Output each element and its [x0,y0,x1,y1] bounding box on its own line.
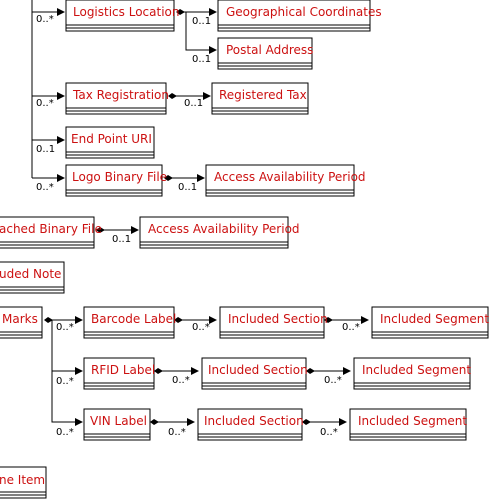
multiplicity-label: 0..1 [192,54,211,65]
multiplicity-label: 0..1 [184,98,203,109]
box-label: RFID Label [91,363,155,377]
box-label: Included Section [228,312,328,326]
box-barcode-label[interactable]: Barcode Label [83,306,176,339]
diamond-section-2 [306,368,315,374]
box-label: Access Availability Period [148,222,300,236]
box-access-availability-period-1[interactable]: Access Availability Period [205,164,366,197]
diamond-attached [96,227,105,233]
multiplicity-label: 0..* [56,322,74,333]
box-label: Logistics Location [73,5,179,19]
box-label: Barcode Label [91,312,176,326]
composition-diamonds [44,9,333,425]
box-label: Registered Tax [219,88,307,102]
multiplicity-labels: 0..* 0..1 0..1 0..* 0..1 0..1 0..* 0..1 … [36,14,360,438]
box-label: End Point URI [71,132,152,146]
multiplicity-label: 0..1 [178,182,197,193]
box-logo-binary-file[interactable]: Logo Binary File [65,164,167,197]
multiplicity-label: 0..* [56,376,74,387]
box-label: Geographical Coordinates [226,5,382,19]
edges [31,0,369,426]
box-label: VIN Label [90,414,147,428]
edge-postal-address [185,12,217,54]
box-label: Logo Binary File [72,170,167,184]
diamond-barcode [174,317,183,323]
diamond-logo [164,175,173,181]
multiplicity-label: 0..1 [36,144,55,155]
box-label: Tax Registration [72,88,169,102]
edge-vin-label [51,371,83,426]
box-vin-label[interactable]: VIN Label [83,408,151,441]
diamond-tax [168,93,177,99]
multiplicity-label: 0..1 [112,234,131,245]
box-label: ached Binary File [0,222,102,236]
multiplicity-label: 0..* [342,322,360,333]
box-postal-address[interactable]: Postal Address [217,37,313,70]
diamond-section-3 [302,419,311,425]
box-registered-tax[interactable]: Registered Tax [211,82,309,115]
box-label: Marks [2,312,38,326]
box-label: Included Segment [358,414,467,428]
box-included-section-3[interactable]: Included Section [197,408,304,441]
box-tax-registration[interactable]: Tax Registration [65,82,169,115]
box-logistics-location[interactable]: Logistics Location [65,0,179,32]
multiplicity-label: 0..* [36,182,54,193]
box-access-availability-period-2[interactable]: Access Availability Period [139,216,300,249]
multiplicity-label: 0..* [56,427,74,438]
box-attached-binary-file[interactable]: ached Binary File [0,216,102,249]
diamond-section-1 [324,317,333,323]
box-marks[interactable]: Marks [0,306,43,339]
box-label: Included Section [208,363,308,377]
box-label: Postal Address [226,43,313,57]
box-included-section-2[interactable]: Included Section [201,357,308,390]
box-end-point-uri[interactable]: End Point URI [65,126,155,159]
box-included-note[interactable]: uded Note [0,261,65,294]
box-line-item[interactable]: ne Item [0,466,47,499]
multiplicity-label: 0..* [36,98,54,109]
box-included-segment-3[interactable]: Included Segment [349,408,467,441]
multiplicity-label: 0..* [192,322,210,333]
box-label: Access Availability Period [214,170,366,184]
box-included-segment-2[interactable]: Included Segment [353,357,471,390]
box-label: Included Segment [380,312,489,326]
box-label: ne Item [0,473,45,487]
diamond-rfid [154,368,163,374]
multiplicity-label: 0..1 [192,16,211,27]
diamond-vin [150,419,159,425]
multiplicity-label: 0..* [320,427,338,438]
diamond-logistics [176,9,185,15]
box-rfid-label[interactable]: RFID Label [83,357,155,390]
box-label: Included Section [204,414,304,428]
box-included-segment-1[interactable]: Included Segment [371,306,489,339]
box-included-section-1[interactable]: Included Section [219,306,328,339]
boxes: Logistics Location Geographical Coordina… [0,0,489,499]
multiplicity-label: 0..* [168,427,186,438]
diamond-marks [44,317,53,323]
box-label: uded Note [0,267,61,281]
multiplicity-label: 0..* [36,14,54,25]
multiplicity-label: 0..* [324,375,342,386]
multiplicity-label: 0..* [172,375,190,386]
box-label: Included Segment [362,363,471,377]
box-geographical-coordinates[interactable]: Geographical Coordinates [217,0,382,32]
